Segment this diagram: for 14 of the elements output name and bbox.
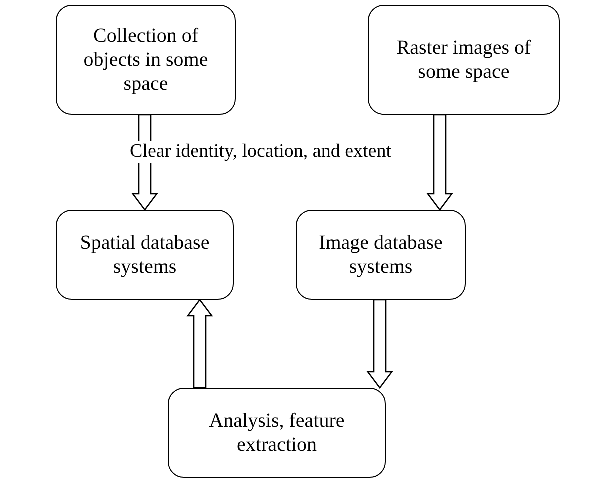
process-box (56, 5, 236, 115)
process-box (168, 388, 386, 478)
node-text: Analysis, feature extraction (208, 409, 346, 457)
node-text: Image database systems (318, 231, 444, 279)
node-text: Spatial database systems (79, 231, 211, 279)
process-box (368, 5, 560, 115)
block-arrow (366, 299, 394, 390)
block-arrow (186, 298, 214, 389)
node-text: Collection of objects in some space (82, 24, 210, 96)
process-box (56, 210, 234, 300)
note-text: Clear identity, location, and extent (130, 141, 392, 163)
process-box (296, 210, 466, 300)
node-text: Raster images of some space (396, 36, 532, 84)
block-arrow (426, 114, 454, 212)
